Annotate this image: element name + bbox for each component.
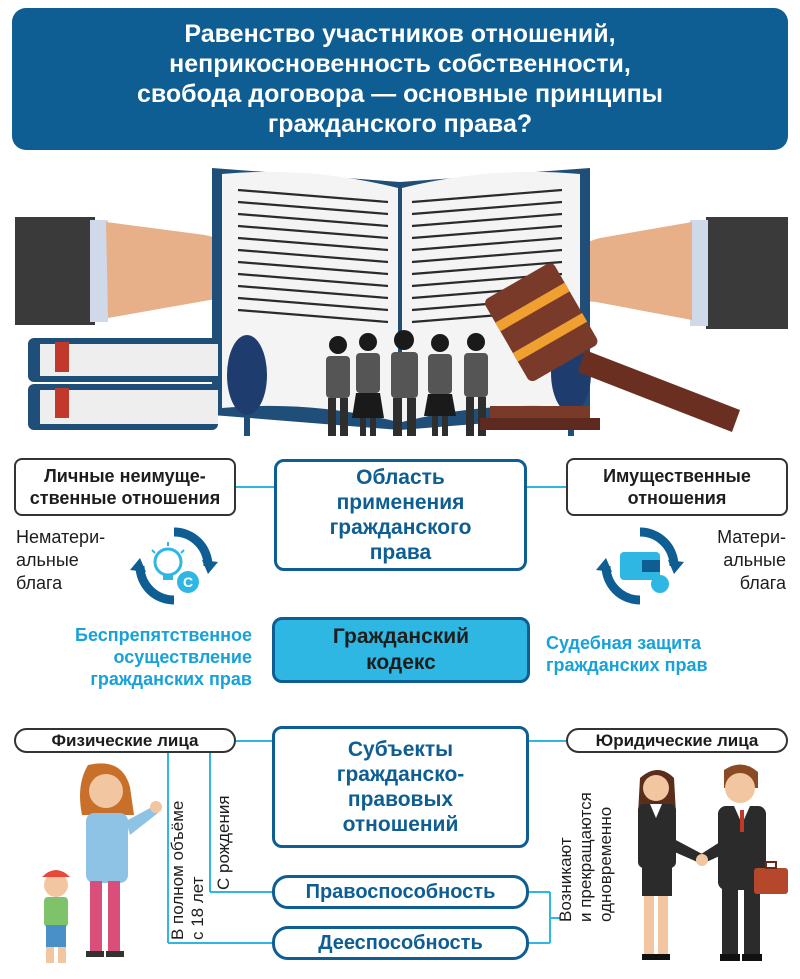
property-relations-box: Имущественные отношения <box>566 458 788 516</box>
unhindered-exercise-text: Беспрепятственное осуществление гражданс… <box>75 625 252 689</box>
judicial-protection-text: Судебная защита гражданских прав <box>546 633 708 675</box>
lightbulb-copyright-icon: C <box>130 527 218 605</box>
right-hand-illustration <box>564 217 788 329</box>
legal-capacity-box: Правоспособность <box>272 875 529 909</box>
intangible-goods-caption: Нематери- альные блага <box>16 527 106 593</box>
stacked-books-illustration <box>28 338 218 430</box>
simultaneous-text: Возникают и прекращаются одновременно <box>556 792 615 922</box>
left-hand-illustration <box>15 217 242 325</box>
wallet-icon <box>596 527 684 605</box>
people-group-illustration <box>326 330 488 436</box>
full-capacity-18-text: В полном объёме с 18 лет <box>168 800 207 940</box>
page-title: Равенство участников отношений, неприкос… <box>136 20 664 138</box>
mother-child-illustration <box>42 763 162 963</box>
subjects-center-box: Субъекты гражданско- правовых отношений <box>272 726 529 848</box>
legal-entities-box: Юридические лица <box>566 728 788 753</box>
material-goods-caption: Матери- альные блага <box>717 527 786 593</box>
from-birth-text: С рождения <box>214 795 233 890</box>
illustration-book-court <box>15 168 788 436</box>
business-handshake-illustration <box>638 764 788 961</box>
title-banner: Равенство участников отношений, неприкос… <box>12 8 788 150</box>
active-capacity-box: Дееспособность <box>272 926 529 960</box>
scope-center-box: Область применения гражданского права <box>274 459 527 571</box>
tree-left-illustration <box>227 335 267 436</box>
natural-persons-box: Физические лица <box>14 728 236 753</box>
personal-relations-box: Личные неимуще- ственные отношения <box>14 458 236 516</box>
civil-code-box: Гражданский кодекс <box>272 617 530 683</box>
svg-text:C: C <box>183 574 193 590</box>
gavel-illustration <box>480 263 740 432</box>
